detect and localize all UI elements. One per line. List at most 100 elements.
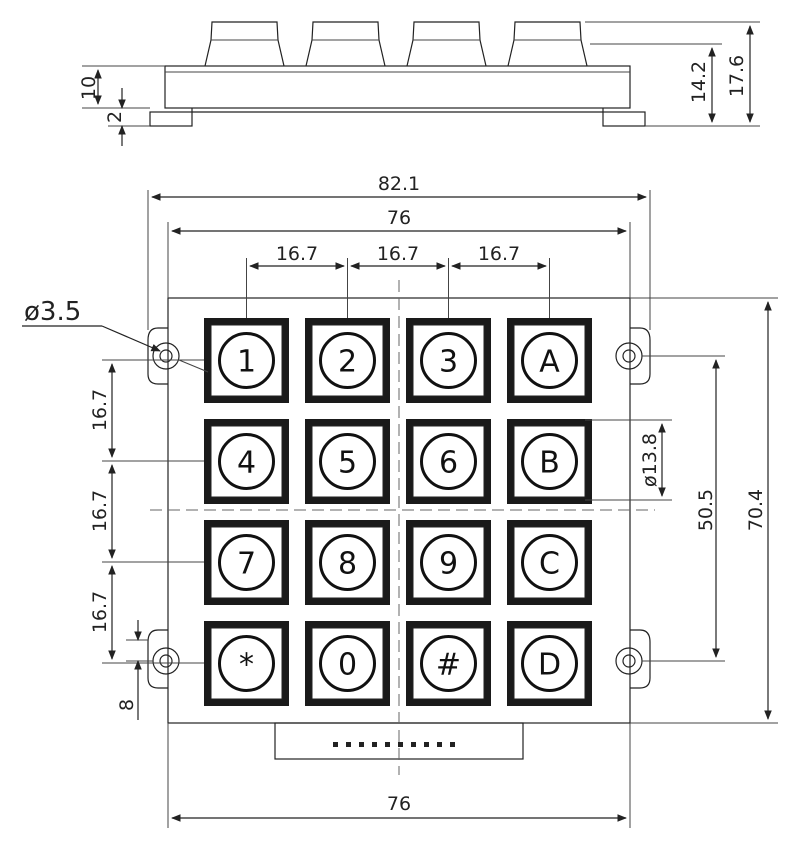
- key-label: C: [539, 547, 560, 582]
- front-view: 1 2 3 A: [22, 173, 778, 828]
- key-hash: #: [406, 621, 491, 706]
- key-label: 3: [439, 345, 458, 380]
- key-button: [319, 635, 376, 692]
- row-pitch-label: 16.7: [89, 490, 111, 532]
- key-label: A: [539, 345, 560, 380]
- key-button: [420, 534, 477, 591]
- side-view: 10 2 14.2 17.6: [78, 21, 760, 146]
- row-pitch-label: 16.7: [89, 389, 111, 431]
- body-width-label: 76: [387, 207, 411, 229]
- key-label: 8: [338, 547, 357, 582]
- key-0: 0: [305, 621, 390, 706]
- key-2: 2: [305, 318, 390, 403]
- mounting-hole: [152, 647, 180, 675]
- side-key-cap: [406, 21, 487, 67]
- side-key-caps: [204, 21, 588, 67]
- connector-pin: [333, 742, 338, 747]
- side-base-height-label: 2: [104, 111, 126, 123]
- side-foot-right: [602, 111, 646, 127]
- key-c: C: [507, 520, 592, 605]
- key-label: #: [436, 648, 461, 683]
- key-button: [319, 332, 376, 389]
- key-button: [521, 534, 578, 591]
- key-star: *: [204, 621, 289, 706]
- key-diameter-label: ø13.8: [639, 433, 661, 487]
- mounting-ear-top-left: [147, 327, 168, 385]
- mounting-hole: [615, 342, 643, 370]
- key-button: [319, 433, 376, 490]
- mounting-ear-bottom-left: [147, 629, 168, 689]
- mounting-hole: [152, 342, 180, 370]
- key-5: 5: [305, 419, 390, 504]
- key-button: [521, 635, 578, 692]
- key-button: [420, 635, 477, 692]
- key-8: 8: [305, 520, 390, 605]
- key-label: 7: [237, 547, 256, 582]
- key-a: A: [507, 318, 592, 403]
- top-dimensions: 82.1 76 16.7 16.7 16.7: [147, 173, 651, 330]
- key-label: 6: [439, 446, 458, 481]
- connector-pin: [372, 742, 377, 747]
- key-label: 4: [237, 446, 256, 481]
- row-pitch-label: 16.7: [89, 591, 111, 633]
- side-key-cap: [204, 21, 285, 67]
- overall-width-label: 82.1: [378, 173, 420, 195]
- key-1: 1: [204, 318, 289, 403]
- overall-height-label: 70.4: [745, 489, 767, 531]
- key-4: 4: [204, 419, 289, 504]
- key-b: B: [507, 419, 592, 504]
- key-button: [218, 635, 275, 692]
- bottom-width-label: 76: [387, 793, 411, 815]
- connector-pin: [411, 742, 416, 747]
- key-button: [218, 433, 275, 490]
- hole-diameter-label: ø3.5: [24, 297, 81, 327]
- hole-diameter-callout: ø3.5: [22, 297, 209, 373]
- side-foot-left: [149, 111, 193, 127]
- connector-pins: [333, 742, 455, 747]
- side-key-cap: [507, 21, 588, 67]
- connector-pin: [398, 742, 403, 747]
- key-label: 0: [338, 648, 357, 683]
- key-label: B: [539, 446, 560, 481]
- hole-spacing-label: 50.5: [695, 489, 717, 531]
- right-dimensions: 50.5 70.4: [630, 297, 778, 724]
- mounting-ear-bottom-right: [630, 629, 651, 689]
- key-diameter-callout: ø13.8: [585, 419, 672, 501]
- key-button: [218, 534, 275, 591]
- key-button: [521, 433, 578, 490]
- connector-pin: [450, 742, 455, 747]
- bottom-dimension: 76: [167, 723, 631, 828]
- side-body-height-label: 10: [78, 76, 100, 100]
- connector-pin: [385, 742, 390, 747]
- connector-pin: [359, 742, 364, 747]
- key-d: D: [507, 621, 592, 706]
- side-total-height-label: 17.6: [726, 55, 748, 97]
- connector-pin: [346, 742, 351, 747]
- key-6: 6: [406, 419, 491, 504]
- hole-offset-label: 8: [116, 699, 138, 711]
- key-label: *: [239, 648, 254, 683]
- key-label: 9: [439, 547, 458, 582]
- key-grid: 1 2 3 A: [204, 318, 592, 706]
- key-button: [521, 332, 578, 389]
- side-body: [164, 65, 631, 109]
- side-key-cap: [305, 21, 386, 67]
- key-7: 7: [204, 520, 289, 605]
- left-dimensions: 16.7 16.7 16.7 8: [89, 359, 204, 720]
- connector-pin: [424, 742, 429, 747]
- key-pitch-label: 16.7: [478, 243, 520, 265]
- key-button: [420, 433, 477, 490]
- key-button: [420, 332, 477, 389]
- key-button: [319, 534, 376, 591]
- mounting-ear-top-right: [630, 327, 651, 385]
- key-label: 5: [338, 446, 357, 481]
- key-label: 2: [338, 345, 357, 380]
- key-label: D: [538, 648, 561, 683]
- key-label: 1: [237, 345, 256, 380]
- key-pitch-label: 16.7: [377, 243, 419, 265]
- key-9: 9: [406, 520, 491, 605]
- connector-pin: [437, 742, 442, 747]
- key-pitch-label: 16.7: [276, 243, 318, 265]
- mounting-hole: [615, 647, 643, 675]
